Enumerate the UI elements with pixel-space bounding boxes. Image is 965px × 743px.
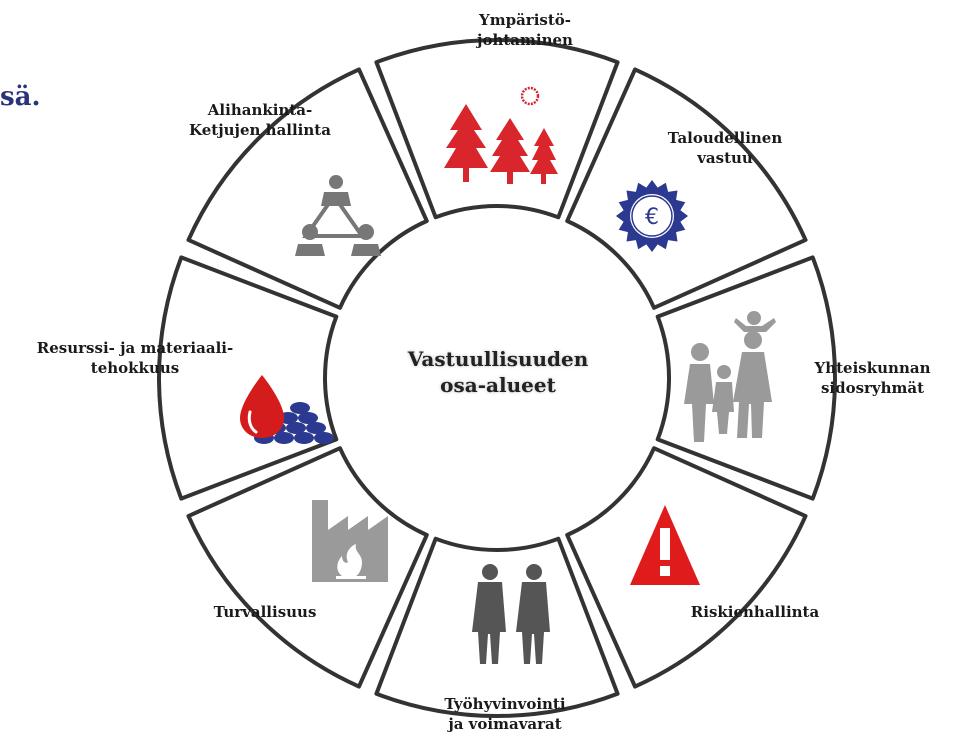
coin (286, 422, 306, 434)
label-line: Alihankinta- (207, 101, 313, 119)
label-line: Riskienhallinta (690, 603, 820, 621)
label-line: sidosryhmät (820, 379, 925, 397)
label-yhteiskunnan-sidosryhmat: Yhteiskunnan sidosryhmät (790, 358, 955, 398)
family-icon (684, 311, 776, 442)
center-title-line-1: Vastuullisuuden (407, 347, 589, 371)
svg-text:€: € (645, 205, 659, 230)
label-tyohyvinvointi: Työhyvinvointi ja voimavarat (420, 694, 590, 734)
label-line: ja voimavarat (448, 715, 562, 733)
label-line: johtaminen (477, 31, 573, 49)
coin (306, 422, 326, 434)
factory-fire-icon (312, 500, 388, 582)
label-line: Työhyvinvointi (444, 695, 566, 713)
label-riskienhallinta: Riskienhallinta (670, 602, 840, 622)
coin (314, 432, 334, 444)
ring-segment-turvallisuus (186, 446, 429, 689)
label-taloudellinen-vastuu: Taloudellinen vastuu (650, 128, 800, 168)
coin (294, 432, 314, 444)
label-line: vastuu (697, 149, 753, 167)
warning-triangle-icon (630, 505, 700, 585)
coin (298, 412, 318, 424)
label-line: Ketjujen hallinta (189, 121, 331, 139)
coin (274, 432, 294, 444)
label-line: Yhteiskunnan (814, 359, 931, 377)
label-line: tehokkuus (90, 359, 180, 377)
label-line: Ympäristö- (479, 11, 571, 29)
network-people-icon (295, 175, 381, 256)
coin (290, 402, 310, 414)
title-fragment: sä. (0, 82, 41, 112)
label-line: Resurssi- ja materiaali- (36, 339, 234, 357)
label-resurssi-materiaalitehokkuus: Resurssi- ja materiaali- tehokkuus (10, 338, 260, 378)
label-turvallisuus: Turvallisuus (190, 602, 340, 622)
drop-coins-icon (240, 375, 334, 444)
label-line: Taloudellinen (667, 129, 783, 147)
center-title: Vastuullisuuden osa-alueet (383, 346, 613, 398)
center-title-line-2: osa-alueet (440, 373, 556, 397)
euro-seal-icon: € (616, 180, 688, 252)
two-workers-icon (472, 564, 550, 664)
label-line: Turvallisuus (213, 603, 317, 621)
trees-sun-icon (444, 86, 558, 184)
label-alihankinta: Alihankinta- Ketjujen hallinta (160, 100, 360, 140)
ring-segment-talous (565, 67, 808, 310)
label-ymparistojohtaminen: Ympäristö- johtaminen (440, 10, 610, 50)
